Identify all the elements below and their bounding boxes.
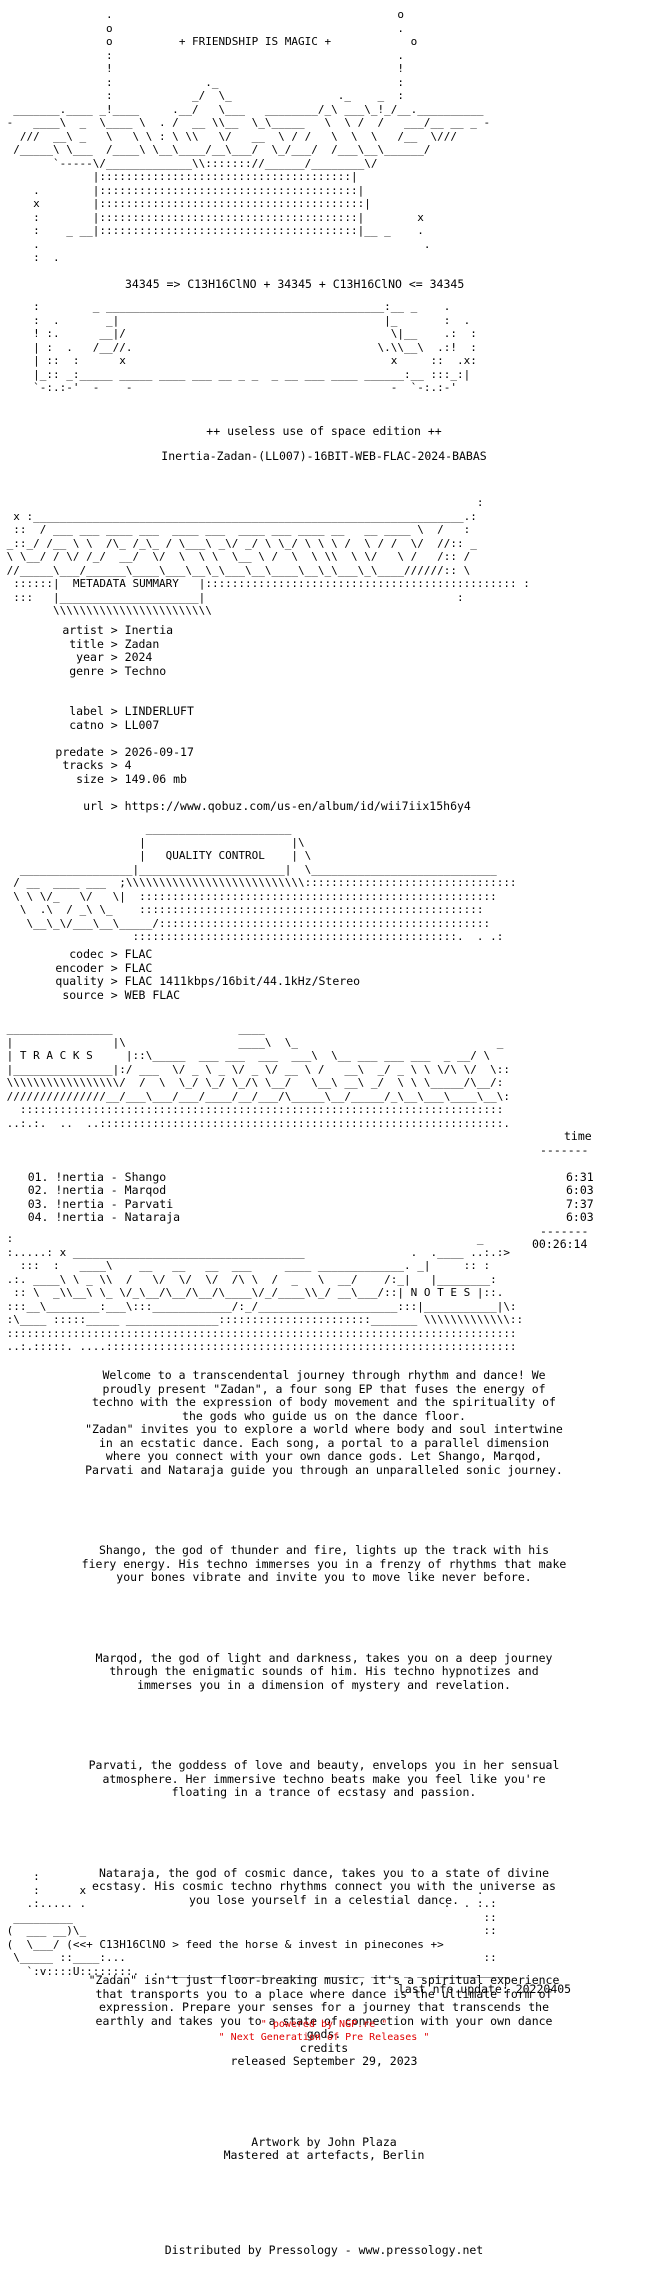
- metadata-row-artist: artist > Inertia: [62, 623, 174, 637]
- notes-paragraph-nataraja: Nataraja, the god of cosmic dance, takes…: [92, 1865, 556, 1907]
- notes-paragraph-intro: Welcome to a transcendental journey thro…: [85, 1368, 563, 1477]
- track-number: 02.: [27, 1183, 49, 1197]
- track-row: 01. !nertia - Shango 6:31: [0, 1169, 648, 1185]
- track-time: 7:37: [566, 1196, 594, 1211]
- quality-row-quality: quality > FLAC 1411kbps/16bit/44.1kHz/St…: [55, 974, 361, 988]
- metadata-row-predate: predate > 2026-09-17: [55, 744, 194, 759]
- closing-tagline: <<+ C13H16ClNO > feed the horse & invest…: [72, 1937, 444, 1951]
- release-name: Inertia-Zadan-(LL007)-16BIT-WEB-FLAC-202…: [161, 449, 487, 463]
- notes-distribution: Distributed by Pressology - www.pressolo…: [164, 2242, 484, 2257]
- tracks-title: T R A C K S: [19, 1049, 93, 1062]
- notes-paragraph-shango: Shango, the god of thunder and fire, lig…: [81, 1543, 567, 1584]
- year-value: 2024: [124, 650, 153, 664]
- quality-header-art: ______________________ | |\ | QUALITY CO…: [13, 822, 517, 943]
- track-title: !nertia - Parvati: [55, 1196, 174, 1211]
- notes-title: N O T E S: [410, 1286, 471, 1299]
- codec-value: FLAC: [124, 947, 153, 961]
- metadata-row-genre: genre > Techno: [69, 663, 167, 678]
- notes-credits: Artwork by John Plaza Mastered at artefa…: [223, 2134, 425, 2162]
- track-list: 01. !nertia - Shango 6:31 02. !nertia - M…: [0, 1169, 648, 1225]
- metadata-row-year: year > 2024: [76, 650, 153, 664]
- metadata-row-size: size > 149.06 mb: [76, 771, 187, 786]
- track-row: 03. !nertia - Parvati 7:37: [0, 1196, 648, 1212]
- closing-art: : : x . .:..... . . . :.: _________: [6, 1870, 510, 1978]
- track-time: 6:03: [566, 1210, 594, 1224]
- metadata-row-catno: catno > LL007: [69, 717, 160, 732]
- footer-powered-by[interactable]: " powered by NGP.re ": [260, 2019, 388, 2030]
- metadata-row-tracks: tracks > 4: [62, 758, 132, 772]
- quality-row-codec: codec > FLAC: [69, 947, 153, 961]
- quality-row-source: source > WEB FLAC: [62, 987, 181, 1002]
- metadata-row-url: url > https://www.qobuz.com/us-en/album/…: [83, 798, 471, 813]
- metadata-title: METADATA SUMMARY: [72, 577, 179, 590]
- url-link[interactable]: https://www.qobuz.com/us-en/album/id/wii…: [124, 798, 471, 813]
- title-value: Zadan: [124, 636, 160, 651]
- quality-value: FLAC 1411kbps/16bit/44.1kHz/Stereo: [124, 974, 361, 988]
- header-logo-art-bottom: : _ ____________________________________…: [33, 300, 477, 394]
- quality-row-encoder: encoder > FLAC: [55, 960, 153, 975]
- size-value: 149.06 mb: [124, 771, 187, 786]
- quality-title: QUALITY CONTROL: [165, 849, 265, 862]
- track-title: !nertia - Marqod: [55, 1183, 167, 1197]
- tracks-value: 4: [124, 758, 132, 772]
- notes-header-art: : _ :.....: x __________________________…: [6, 1232, 524, 1353]
- header-logo-art: . o o . o + FRIENDSHIP IS MAGIC + o :: [6, 8, 491, 264]
- track-title: !nertia - Nataraja: [55, 1210, 181, 1224]
- notes-body: Welcome to a transcendental journey thro…: [0, 1342, 648, 2284]
- source-value: WEB FLAC: [124, 987, 181, 1002]
- tracks-total: 00:26:14: [532, 1237, 588, 1251]
- track-number: 04.: [27, 1210, 49, 1224]
- track-row: 02. !nertia - Marqod 6:03: [0, 1183, 648, 1198]
- metadata-table: artist > Inertia title > Zadan year > 20…: [0, 623, 648, 813]
- metadata-row-label: label > LINDERLUFT: [69, 704, 194, 718]
- last-update: last nfo update: 20220405: [398, 1982, 572, 1996]
- encoder-value: FLAC: [124, 960, 153, 975]
- genre-value: Techno: [124, 663, 167, 678]
- predate-value: 2026-09-17: [124, 744, 194, 759]
- track-title: !nertia - Shango: [55, 1169, 167, 1184]
- track-number: 03.: [27, 1196, 49, 1211]
- metadata-header-art: : x :___________________________________…: [6, 496, 530, 617]
- quality-table: codec > FLAC encoder > FLAC quality > FL…: [0, 947, 648, 1002]
- metadata-row-title: title > Zadan: [69, 636, 160, 651]
- edition-text: ++ useless use of space edition ++: [206, 424, 442, 438]
- footer-tagline: " Next Generation of Pre Releases ": [218, 2032, 430, 2043]
- notes-paragraph-marqod: Marqod, the god of light and darkness, t…: [95, 1650, 553, 1692]
- header-formula: 34345 => C13H16ClNO + 34345 + C13H16ClNO…: [125, 277, 465, 291]
- artist-value: Inertia: [124, 623, 174, 637]
- notes-paragraph-parvati: Parvati, the goddess of love and beauty,…: [88, 1758, 560, 1799]
- footer: " powered by NGP.re " " Next Generation …: [0, 2018, 648, 2044]
- track-time: 6:03: [566, 1183, 594, 1197]
- track-number: 01.: [27, 1169, 49, 1184]
- label-value: LINDERLUFT: [124, 704, 194, 718]
- tracks-time-header: time: [564, 1129, 592, 1143]
- banner-text: + FRIENDSHIP IS MAGIC +: [178, 35, 332, 48]
- track-row: 04. !nertia - Nataraja 6:03: [0, 1210, 648, 1225]
- track-time: 6:31: [566, 1169, 594, 1184]
- tracks-header-art: ________________ ____ | |\ ____\ \_ _ | …: [6, 1022, 510, 1130]
- catno-value: LL007: [124, 717, 160, 732]
